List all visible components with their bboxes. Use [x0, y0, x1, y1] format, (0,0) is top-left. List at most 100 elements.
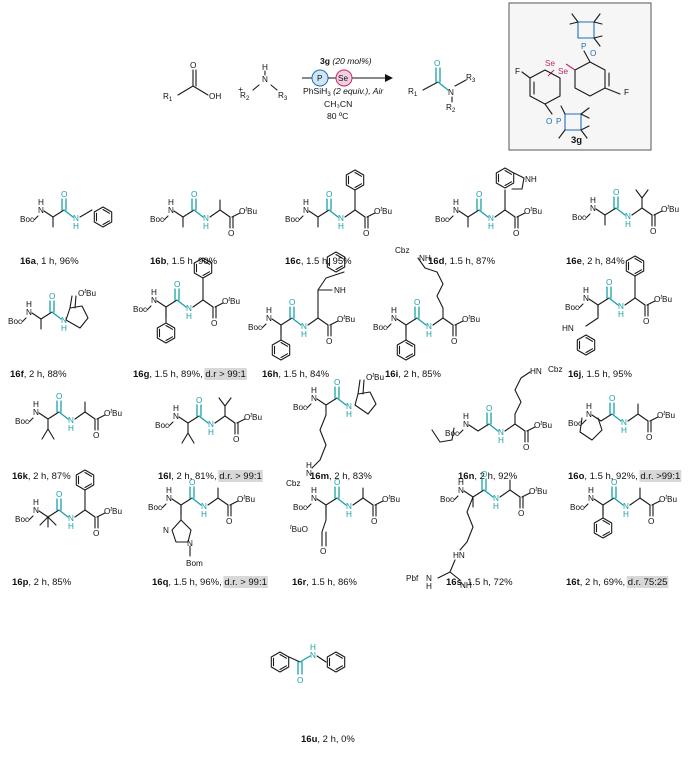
ester-carbonyl	[229, 216, 234, 229]
n-label: N	[38, 206, 44, 215]
amide-carbonyl	[334, 486, 340, 499]
boc-label: Boc	[572, 213, 586, 222]
condition-temperature: 80 ºC	[327, 111, 348, 121]
ester-o-label: O	[650, 227, 656, 236]
tbu-ester-label: OtBu	[534, 421, 553, 430]
boc-label: Boc	[373, 323, 387, 332]
phenyl-ring	[271, 339, 291, 361]
lys-h-label: H	[306, 461, 312, 470]
ester-bond	[214, 302, 224, 308]
indole-benzo-ring	[576, 334, 596, 356]
anilide-bond	[316, 655, 327, 663]
catalyst-3g-box: P O F Se Se F O P 3g	[508, 2, 652, 151]
tbu-ester-label: OtBu	[661, 205, 680, 214]
amide-o-label: O	[609, 394, 615, 403]
tbu-ester-label: OtBu	[659, 495, 678, 504]
amide-o-label: O	[56, 392, 62, 401]
amide-carbonyl	[334, 386, 340, 399]
amide-h-label: H	[493, 502, 499, 511]
compound-label-16o: 16o, 1.5 h, 92%, d.r. >99:1	[568, 471, 680, 482]
boc-label: Boc	[435, 215, 449, 224]
second-residue-bonds	[214, 415, 236, 424]
compound-label-16l: 16l, 2 h, 81%, d.r. > 99:1	[158, 471, 262, 482]
ring-double-bonds	[398, 341, 414, 359]
amide-bond	[58, 509, 69, 518]
compound-label-16h: 16h, 1.5 h, 84%	[262, 369, 330, 380]
n-label: N	[311, 494, 317, 503]
ester-carbonyl	[452, 324, 457, 337]
amide-o-label: O	[414, 298, 420, 307]
compound-label-16u: 16u, 2 h, 0%	[301, 734, 355, 745]
amide-bond	[193, 209, 204, 218]
arginine-chain	[459, 496, 474, 551]
ester-o-label: O	[93, 431, 99, 440]
ester-bond	[374, 500, 384, 506]
compound-label-16t: 16t, 2 h, 69%, d.r. 75:25	[566, 577, 667, 588]
n-label: N	[463, 420, 469, 429]
amide-n-label: N	[488, 214, 494, 223]
product-r1-label: R1	[408, 87, 418, 98]
dr-highlight	[204, 368, 247, 380]
cbz-label: Cbz	[395, 246, 410, 255]
ester-bond	[454, 320, 464, 326]
second-residue-bonds	[207, 497, 229, 506]
compound-label-16e: 16e, 2 h, 84%	[566, 256, 625, 267]
h-label: H	[168, 198, 174, 207]
amide-carbonyl	[297, 661, 303, 675]
amide-h-label: H	[201, 510, 207, 519]
amide-h-label: H	[426, 330, 432, 339]
tbu-ester-label: OtBu	[104, 507, 123, 516]
amide-h-label: H	[310, 643, 316, 652]
amide-n-label: N	[498, 428, 504, 437]
amide-h-label: H	[621, 426, 627, 435]
h-label: H	[391, 306, 397, 315]
amide-o-label: O	[334, 378, 340, 387]
amide-bond	[58, 411, 69, 420]
amide-o-label: O	[334, 478, 340, 487]
catalyst-o2-label: O	[546, 117, 552, 126]
amide-carbonyl	[61, 198, 67, 211]
amide-bond	[336, 397, 347, 406]
indole-nh-label: NH	[334, 286, 346, 295]
imidazole-n-label: N	[163, 526, 169, 535]
amide-bond	[611, 413, 622, 422]
n-label: N	[590, 204, 596, 213]
amide-h-label: H	[301, 330, 307, 339]
backbone-bonds	[458, 423, 490, 435]
boc-label: Boc	[293, 403, 307, 412]
ring-double-bonds	[595, 519, 611, 537]
ester-carbonyl	[357, 379, 365, 395]
amide-n-label: N	[203, 214, 209, 223]
indole-hn-label: HN	[562, 324, 574, 333]
h-label: H	[586, 402, 592, 411]
ester-o-label: O	[643, 317, 649, 326]
ester-carbonyl	[524, 430, 529, 443]
benzyl-ring	[93, 206, 113, 228]
ester-bond	[651, 500, 661, 506]
catalyst-se1-label: Se	[545, 59, 555, 68]
imidazole-n2-label: N	[187, 539, 193, 548]
ester-carbonyl	[94, 516, 99, 529]
second-residue-bonds	[74, 509, 96, 518]
proline-ring	[431, 427, 455, 443]
amide-bond	[299, 655, 311, 663]
amide-carbonyl	[189, 486, 195, 499]
amide-h-label: H	[73, 222, 79, 231]
h-label: H	[458, 478, 464, 487]
ester-o-label: O	[371, 517, 377, 526]
indole-nh-label: NH	[525, 175, 537, 184]
amide-h-label: H	[618, 310, 624, 319]
phenyl-ring	[75, 469, 95, 491]
benzyl-bond	[79, 209, 93, 218]
boc-label: Boc	[15, 417, 29, 426]
amide-h-label: H	[488, 222, 494, 231]
catalyst-f1-label: F	[515, 67, 520, 76]
n-label: N	[173, 412, 179, 421]
ester-o-label: O	[451, 337, 457, 346]
catalyst-o1-label: O	[590, 49, 596, 58]
